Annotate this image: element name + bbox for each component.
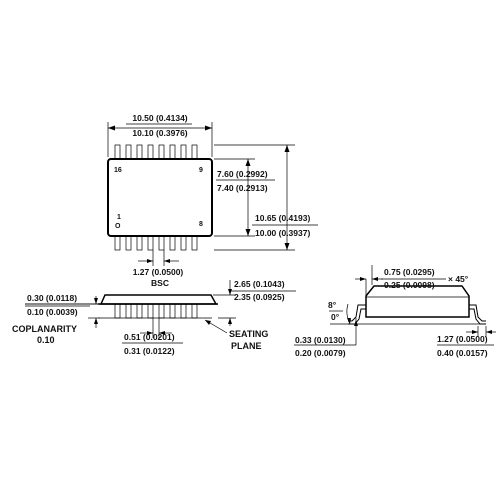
lead-width-max-label: 0.51 (0.0201) [124, 332, 175, 342]
pin-1-marker: O [115, 223, 121, 230]
chamfer-max-label: 0.75 (0.0295) [384, 267, 435, 277]
lead-width-dimension [122, 318, 183, 344]
standoff-max-label: 0.30 (0.0118) [27, 293, 77, 303]
package-body-top [107, 158, 213, 237]
end-lead-right [469, 304, 486, 322]
lead-thk-min-label: 0.20 (0.0079) [295, 348, 346, 358]
top-pin-row [114, 144, 198, 160]
pitch-label: 1.27 (0.0500) [133, 267, 184, 277]
end-lead-left [348, 304, 366, 322]
foot-min-label: 0.40 (0.0157) [437, 348, 488, 358]
foot-length-dimension [437, 326, 496, 346]
angle-min-label: 0° [331, 312, 340, 322]
plane-label: PLANE [231, 341, 262, 351]
package-body-side [99, 294, 218, 305]
end-view: 0.75 (0.0295) 0.25 (0.0098) × 45° 8° 0° … [294, 265, 496, 358]
pin-1-label: 1 [117, 214, 121, 221]
width-min-label: 10.10 (0.3976) [132, 128, 187, 138]
overall-max-label: 10.65 (0.4193) [255, 213, 310, 223]
pin-8-label: 8 [199, 221, 203, 228]
coplanarity-value: 0.10 [37, 335, 55, 345]
overall-min-label: 10.00 (0.3937) [255, 228, 310, 238]
top-view: 16 9 1 O 8 10.50 (0.4134) 10.10 (0.3976)… [107, 113, 318, 288]
bottom-pin-row [114, 235, 198, 251]
pin-16-label: 16 [114, 167, 122, 174]
lead-thickness-dimension [294, 318, 358, 346]
foot-max-label: 1.27 (0.0500) [437, 334, 488, 344]
width-dimension [107, 122, 213, 157]
pitch-dimension [138, 250, 179, 266]
height-min-label: 2.35 (0.0925) [234, 292, 285, 302]
angle-max-label: 8° [328, 300, 337, 310]
pin-9-label: 9 [199, 167, 203, 174]
width-max-label: 10.50 (0.4134) [132, 113, 187, 123]
side-view: 0.30 (0.0118) 0.10 (0.0039) COPLANARITY … [12, 279, 296, 356]
side-leads [114, 303, 198, 319]
chamfer-angle-label: × 45° [448, 274, 469, 284]
height-dimension [213, 280, 296, 326]
chamfer-dimension [355, 265, 446, 296]
height-max-label: 2.65 (0.1043) [234, 279, 285, 289]
package-body-end [365, 285, 470, 318]
pitch-note: BSC [151, 278, 169, 288]
standoff-min-label: 0.10 (0.0039) [27, 307, 78, 317]
lead-width-min-label: 0.31 (0.0122) [124, 346, 175, 356]
seating-label: SEATING [229, 329, 268, 339]
standoff-dimension [25, 296, 100, 328]
chamfer-min-label: 0.25 (0.0098) [384, 280, 435, 290]
coplanarity-label: COPLANARITY [12, 324, 77, 334]
body-width-max-label: 7.60 (0.2992) [217, 169, 268, 179]
body-width-min-label: 7.40 (0.2913) [217, 183, 268, 193]
lead-thk-max-label: 0.33 (0.0130) [295, 335, 346, 345]
body-width-dimension [214, 158, 275, 237]
overall-dimension [214, 144, 318, 251]
